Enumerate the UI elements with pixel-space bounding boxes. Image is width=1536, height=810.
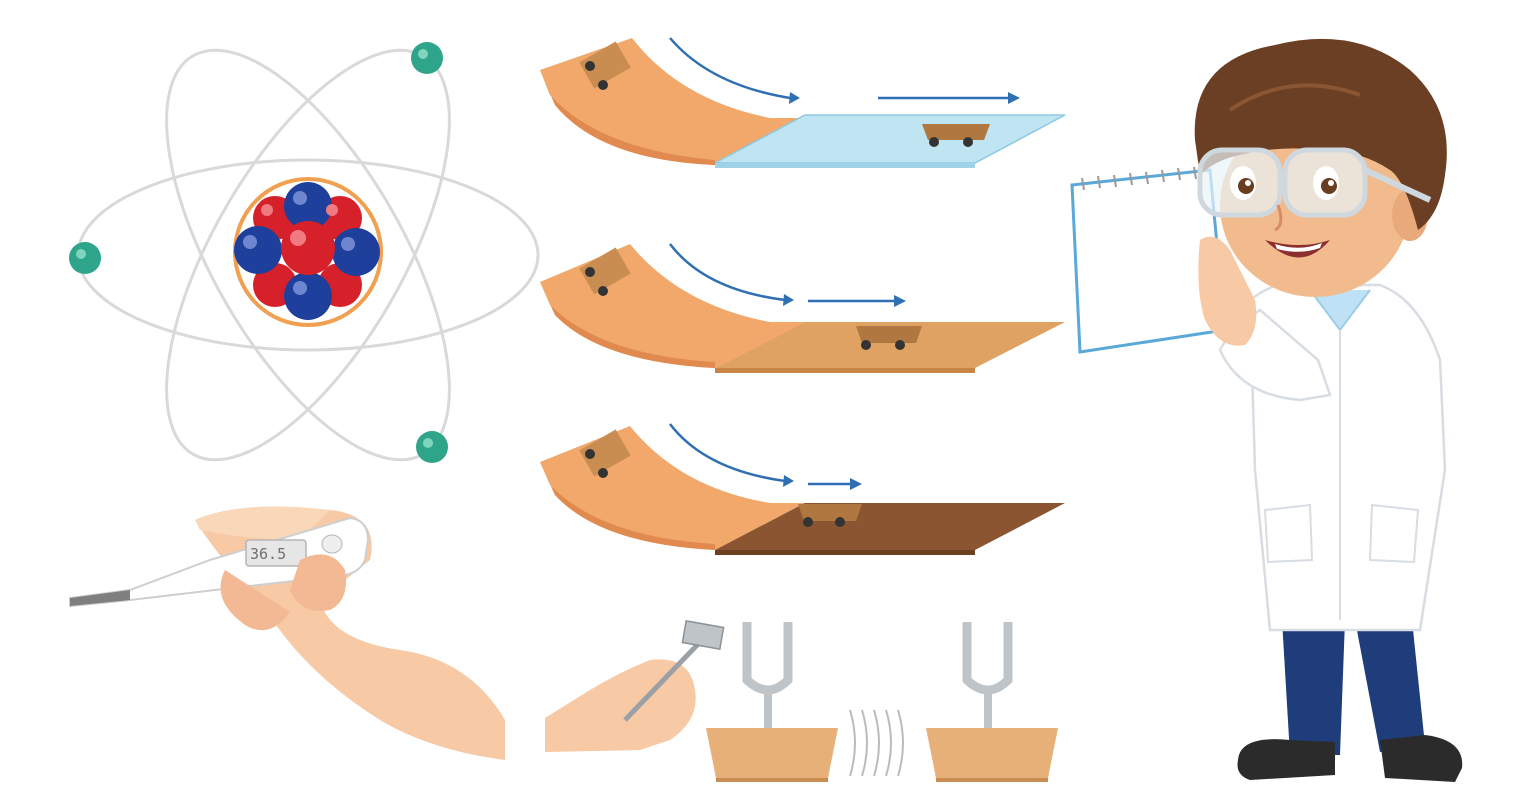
mallet-handle xyxy=(623,638,704,722)
wooden-car xyxy=(579,429,631,478)
wooden-car xyxy=(579,41,631,90)
car-ramp-wood xyxy=(540,243,1065,373)
digital-thermometer: 36.5 xyxy=(69,506,505,760)
car-ramp-rough xyxy=(540,423,1065,555)
shoe xyxy=(1237,739,1335,780)
trousers xyxy=(1282,620,1345,755)
shoe xyxy=(1380,735,1463,782)
scientist-boy xyxy=(1070,38,1463,782)
tuning-forks xyxy=(545,619,1058,782)
mallet-head xyxy=(681,619,725,651)
electron xyxy=(411,42,443,74)
atom-model xyxy=(69,42,540,463)
wooden-car xyxy=(922,124,990,147)
electron xyxy=(416,431,448,463)
nucleus xyxy=(233,177,383,327)
wooden-car xyxy=(856,326,922,350)
motion-arrow xyxy=(669,37,791,100)
wooden-car xyxy=(579,247,631,296)
hair xyxy=(1194,38,1447,230)
tuning-fork xyxy=(706,622,838,782)
tuning-fork xyxy=(926,622,1058,782)
hand xyxy=(1198,236,1257,346)
wooden-car xyxy=(798,504,862,527)
car-ramp-glass xyxy=(540,37,1066,168)
sound-waves xyxy=(849,709,904,777)
motion-arrow xyxy=(669,243,786,302)
thermometer-reading: 36.5 xyxy=(250,545,286,563)
electron xyxy=(69,242,101,274)
motion-arrow xyxy=(669,423,786,483)
